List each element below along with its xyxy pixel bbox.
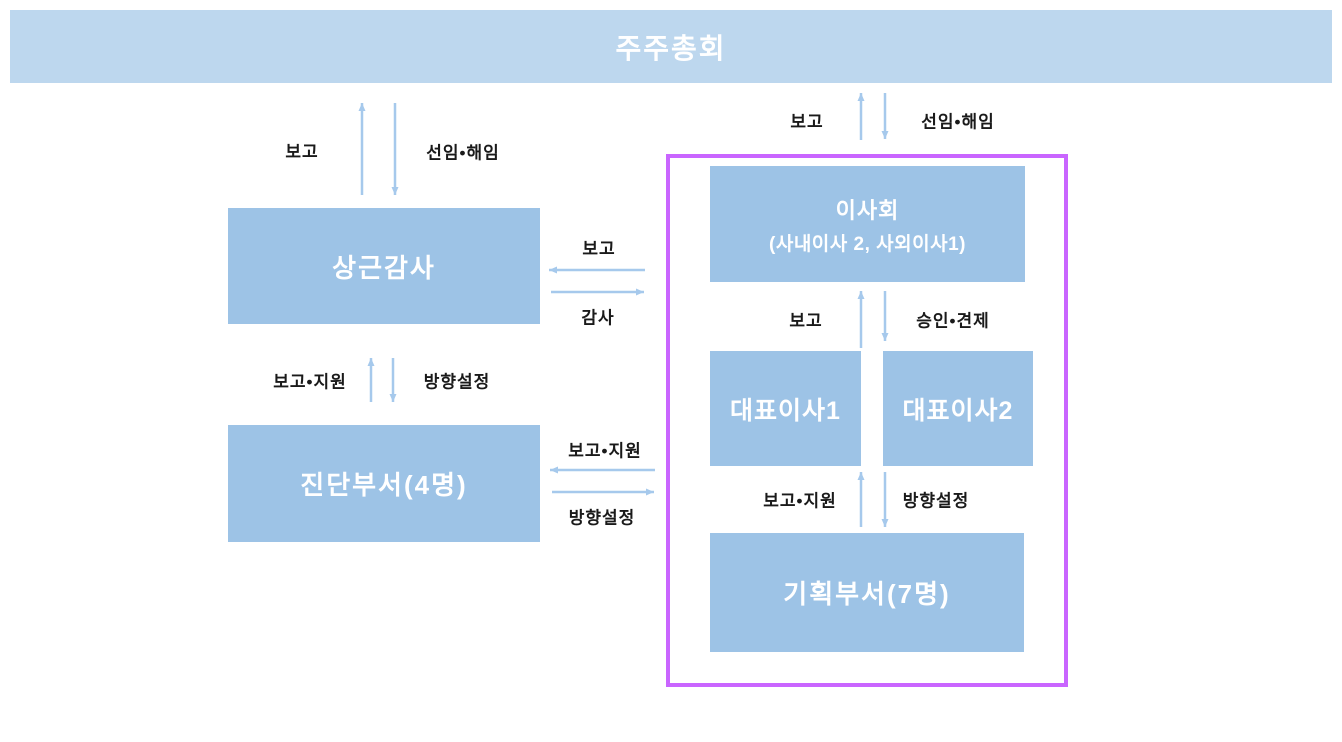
edge-label-set-direction: 방향설정 — [568, 508, 636, 528]
edge-label-report-support: 보고•지원 — [273, 372, 347, 392]
edge-label-set-direction: 방향설정 — [423, 372, 491, 392]
edge-label-report-support: 보고•지원 — [568, 441, 642, 461]
edge-label-report: 보고 — [285, 142, 319, 162]
management-group-container — [666, 154, 1068, 687]
edge-label-set-direction: 방향설정 — [902, 491, 970, 511]
node-standing-auditor: 상근감사 — [228, 208, 540, 324]
board-subtitle: (사내이사 2, 사외이사1) — [769, 233, 966, 255]
board-title: 이사회 — [835, 197, 900, 223]
node-ceo-2: 대표이사2 — [883, 351, 1033, 466]
edge-label-approve-check: 승인•견제 — [916, 311, 990, 331]
node-ceo-1: 대표이사1 — [710, 351, 861, 466]
node-shareholders-meeting: 주주총회 — [10, 10, 1332, 83]
node-planning-department: 기획부서(7명) — [710, 533, 1024, 652]
edge-label-report: 보고 — [582, 239, 616, 259]
node-diagnosis-department: 진단부서(4명) — [228, 425, 540, 542]
edge-label-appoint-dismiss: 선임•해임 — [921, 112, 995, 132]
edge-label-audit: 감사 — [581, 308, 615, 328]
edge-label-report: 보고 — [790, 112, 824, 132]
node-board-of-directors: 이사회 (사내이사 2, 사외이사1) — [710, 166, 1025, 282]
edge-label-appoint-dismiss: 선임•해임 — [426, 143, 500, 163]
edge-label-report-support: 보고•지원 — [763, 491, 837, 511]
edge-label-report: 보고 — [789, 311, 823, 331]
